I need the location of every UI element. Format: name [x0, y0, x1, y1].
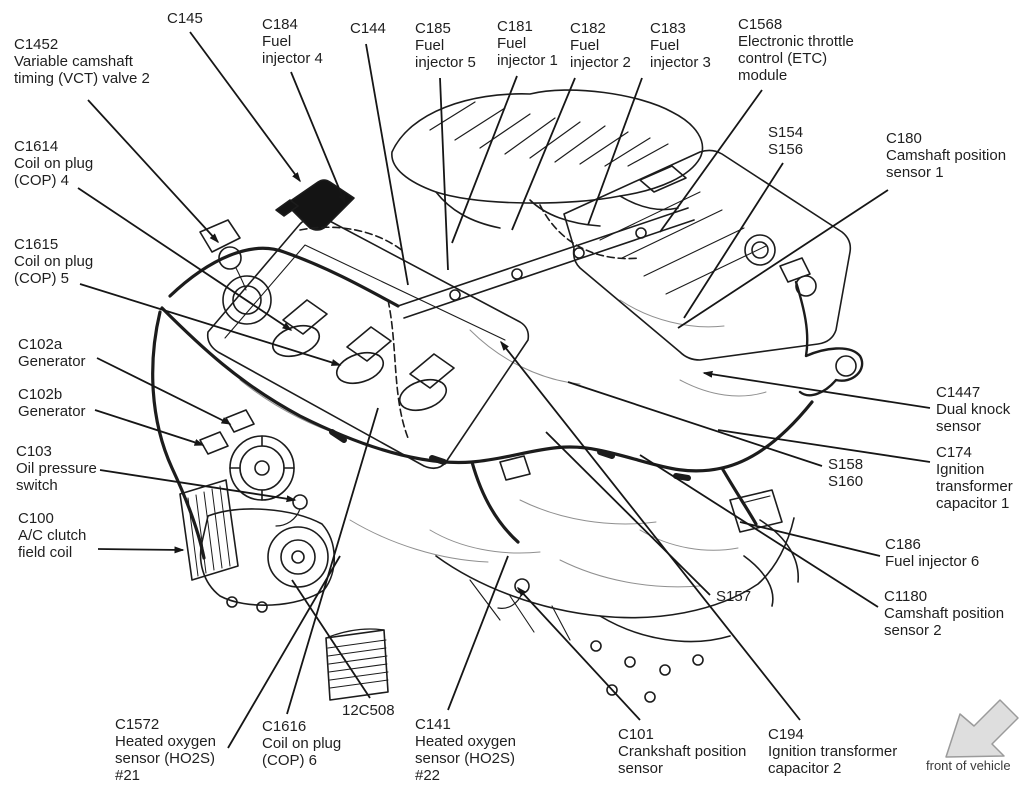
leader-C102a — [96, 357, 232, 425]
callout-C100: C100 A/C clutch field coil — [18, 510, 87, 561]
leader-C1616 — [286, 407, 379, 715]
callout-C1616: C1616 Coil on plug (COP) 6 — [262, 718, 342, 769]
leader-C145 — [189, 31, 301, 183]
leader-12C508 — [291, 579, 371, 699]
callout-C145: C145 — [167, 10, 203, 27]
callout-C180: C180 Camshaft position sensor 1 — [886, 130, 1007, 181]
leader-C1180 — [639, 454, 879, 608]
leader-S154-S156 — [683, 162, 784, 319]
harness-connector-stubs — [329, 429, 691, 481]
cam-sensor1-pigtail — [779, 257, 864, 397]
sketch-texture — [239, 299, 767, 588]
leader-C1447 — [702, 370, 931, 409]
callout-C1568: C1568 Electronic throttle control (ETC) … — [738, 16, 854, 84]
callout-C101: C101 Crankshaft position sensor — [618, 726, 747, 777]
callout-C186: C186 Fuel injector 6 — [885, 536, 980, 570]
intake-manifold — [391, 89, 704, 229]
callout-C181: C181 Fuel injector 1 — [497, 18, 558, 69]
wiring-harness — [151, 246, 814, 560]
callout-C1614: C1614 Coil on plug (COP) 4 — [14, 138, 94, 189]
callout-C1572: C1572 Heated oxygen sensor (HO2S) #21 — [115, 716, 216, 784]
leader-C185 — [439, 77, 449, 271]
oil-filter — [325, 628, 389, 701]
leader-C1568 — [659, 89, 763, 233]
leader-C183 — [587, 77, 643, 226]
callout-C182: C182 Fuel injector 2 — [570, 20, 631, 71]
dashed-hoses — [299, 204, 641, 439]
leader-lines — [77, 31, 931, 749]
callout-C103: C103 Oil pressure switch — [16, 443, 97, 494]
callout-C194: C194 Ignition transformer capacitor 2 — [768, 726, 898, 777]
leader-C1452 — [87, 99, 220, 244]
callout-C185: C185 Fuel injector 5 — [415, 20, 476, 71]
callout-C183: C183 Fuel injector 3 — [650, 20, 711, 71]
leader-C103 — [99, 469, 297, 503]
callout-C1180: C1180 Camshaft position sensor 2 — [884, 588, 1005, 639]
leader-C1615 — [79, 283, 342, 366]
leader-C141 — [447, 555, 509, 711]
leader-C101 — [516, 586, 641, 721]
leader-C194 — [500, 340, 801, 721]
left-valve-cover — [206, 216, 530, 470]
leader-C1572 — [227, 555, 341, 749]
callout-S154-S156: S154 S156 — [768, 124, 804, 158]
coil-on-plug-sketch — [271, 299, 455, 412]
front-of-vehicle-label: front of vehicle — [926, 758, 1011, 773]
leader-C102b — [94, 409, 205, 446]
crank-pulley — [229, 435, 295, 501]
callout-S158-S160: S158 S160 — [828, 456, 864, 490]
callout-12C508: 12C508 — [342, 702, 395, 719]
leader-C186 — [739, 521, 881, 557]
callout-C1452: C1452 Variable camshaft timing (VCT) val… — [14, 36, 150, 87]
leader-C184 — [290, 71, 346, 205]
leader-S158-S160 — [567, 381, 823, 467]
callout-C141: C141 Heated oxygen sensor (HO2S) #22 — [415, 716, 516, 784]
leader-C1614 — [77, 187, 293, 331]
leader-C144 — [365, 43, 409, 286]
callout-C1615: C1615 Coil on plug (COP) 5 — [14, 236, 94, 287]
leader-C180 — [677, 189, 889, 329]
engine-sketch — [151, 89, 864, 703]
lower-block — [435, 517, 799, 703]
leader-S157 — [545, 431, 711, 596]
callout-C1447: C1447 Dual knock sensor — [936, 384, 1011, 435]
leader-C182 — [511, 77, 576, 231]
ac-compressor — [179, 479, 335, 613]
cop4-coil — [275, 179, 355, 231]
leader-C174 — [717, 429, 931, 463]
vct-valve-area — [199, 219, 272, 325]
fuel-rail — [397, 207, 695, 319]
leader-C100 — [97, 546, 185, 554]
callout-C102b: C102b Generator — [18, 386, 86, 420]
callout-C184: C184 Fuel injector 4 — [262, 16, 323, 67]
callout-C102a: C102a Generator — [18, 336, 86, 370]
front-of-vehicle-arrow-icon — [945, 699, 1019, 758]
callout-C174: C174 Ignition transformer capacitor 1 — [936, 444, 1013, 512]
leader-C181 — [451, 75, 518, 244]
callout-S157: S157 — [716, 588, 752, 605]
callout-C144: C144 — [350, 20, 386, 37]
